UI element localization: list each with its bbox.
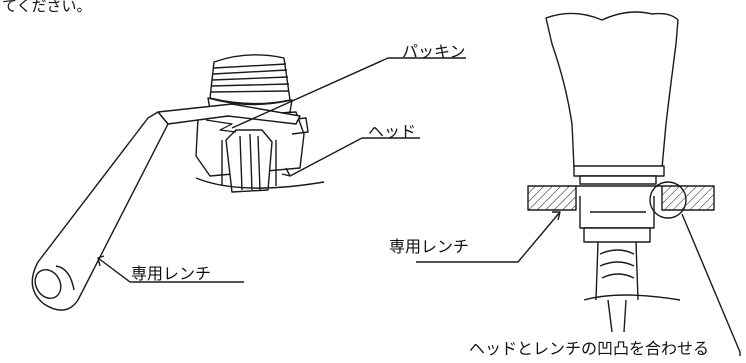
packing-mark: [205, 119, 237, 133]
head-leader-arrow: [281, 167, 291, 177]
wrench-right-leader-arrow: [552, 211, 561, 221]
label-special-wrench-right: 専用レンチ: [389, 237, 470, 256]
label-head: ヘッド: [368, 122, 417, 141]
wrench-left-leader-arrow: [97, 255, 105, 267]
right-illustration: [416, 11, 741, 356]
text-fragment-top: てください。: [2, 0, 92, 15]
head-leader: [289, 137, 420, 177]
label-packing: パッキン: [402, 42, 466, 61]
packing-leader: [231, 57, 466, 129]
body-surface: [195, 177, 325, 189]
left-illustration: [31, 54, 466, 311]
alignment-circle: [649, 181, 687, 219]
knob-ring: [579, 175, 657, 185]
knob-collar: [573, 165, 665, 177]
wrench-left-leader: [97, 257, 244, 283]
valve-stem: [579, 196, 681, 333]
wrench-plate: [527, 185, 715, 211]
label-align-note: ヘッドとレンチの凹凸を合わせる: [469, 339, 710, 358]
valve-knob-large: [545, 11, 679, 169]
wrench-right-leader: [416, 211, 561, 263]
special-wrench-left: [31, 103, 301, 311]
align-note-leader: [681, 213, 741, 356]
label-special-wrench-left: 専用レンチ: [131, 264, 212, 283]
